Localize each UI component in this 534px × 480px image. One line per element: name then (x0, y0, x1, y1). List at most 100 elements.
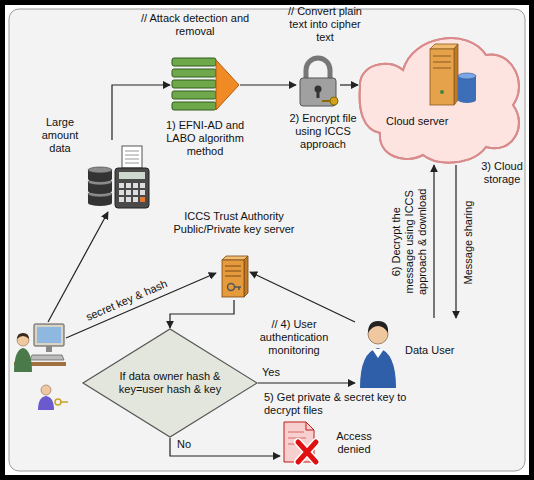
small-user-icon (55, 399, 61, 405)
lock-illustration (330, 97, 338, 105)
cloud-server-icon (433, 68, 451, 69)
cloud-node-outline (358, 15, 526, 165)
key-server-illustration (222, 256, 248, 297)
connector-arrow (170, 300, 234, 328)
data-source-illustration (126, 190, 131, 195)
key-server-illustration (225, 271, 241, 272)
key-server-illustration (244, 256, 248, 297)
small-user-icon (38, 385, 68, 410)
filter-illustration (172, 91, 216, 99)
data-source-illustration (140, 183, 145, 188)
diamond-text-area: If data owner hash & key=user hash & key (82, 328, 258, 438)
data-owner-illustration (37, 327, 61, 343)
cloud-server-icon (454, 44, 458, 105)
data-source-illustration (88, 188, 112, 194)
text-holder: 2) Encrypt file using ICCS approach (282, 112, 364, 152)
filter-illustration (216, 60, 239, 110)
edge-label: Yes (262, 366, 280, 379)
node-label: 2) Encrypt file using ICCS approach (282, 112, 364, 152)
data-source-illustration (125, 159, 139, 160)
filter-illustration (172, 69, 216, 77)
data-owner-illustration (14, 348, 32, 372)
data-source-illustration (125, 151, 139, 152)
connector-arrow (240, 84, 296, 85)
annotation-label: // Attack detection and removal (140, 12, 250, 38)
page-frame (5, 5, 529, 475)
annotation-label: // Convert plain text into cipher text (282, 5, 368, 45)
key-server-illustration (222, 260, 244, 297)
filter-node: 1) EFNI-AD and LABO algorithm method (170, 55, 240, 115)
access-denied-illustration (284, 422, 316, 462)
key-server-illustration (225, 266, 241, 267)
access-denied-illustration (306, 422, 314, 430)
data-source-illustration (133, 190, 138, 195)
key-server-illustration (228, 284, 235, 291)
cloud-fill (360, 38, 519, 162)
data-owner-illustration (17, 334, 29, 346)
text-holder: No (177, 438, 191, 451)
data-source-illustration (119, 183, 124, 188)
data-source-illustration (126, 183, 131, 188)
data-user-node: Data User (355, 318, 460, 390)
data-source-illustration (119, 197, 124, 202)
data-owner-illustration (17, 333, 29, 339)
data-source-illustration (122, 146, 142, 168)
small-user-icon (41, 385, 51, 395)
data-user-illustration (368, 321, 388, 333)
edge-label: No (177, 438, 191, 451)
edge-label: Message sharing (462, 200, 475, 284)
data-source-illustration (88, 167, 112, 173)
data-source-illustration (140, 190, 145, 195)
connector-arrow (112, 85, 170, 140)
cloud-server-icon (458, 76, 476, 100)
data-source-illustration (88, 200, 112, 206)
cloud-node: Cloud server3) Cloud storage (358, 15, 526, 165)
connector-arrow (433, 165, 434, 318)
lock-illustration (306, 58, 330, 80)
small-user-icon (61, 401, 68, 403)
cloud-outline (360, 38, 519, 162)
access-denied-node: Access denied (280, 420, 400, 466)
node-label: Access denied (330, 430, 378, 456)
page-frame (9, 9, 525, 471)
cloud-server-icon (458, 73, 476, 79)
edge-label: 6) Decrypt the message using ICCS approa… (390, 186, 430, 298)
decision-diamond: If data owner hash & key=user hash & key (82, 328, 258, 438)
lock-illustration (317, 90, 320, 98)
text-holder: Large amount data (37, 116, 83, 156)
text-holder: Access denied (330, 430, 378, 456)
text-holder: // Attack detection and removal (140, 12, 250, 38)
filter-illustration (172, 102, 216, 110)
filter-illustration (172, 58, 239, 110)
key-server-illustration (235, 286, 242, 288)
small-user-icon (38, 396, 54, 410)
decision-text: If data owner hash & key=user hash & key (118, 370, 222, 396)
annotation-label: 5) Get private & secret key to decrypt f… (264, 391, 414, 417)
cloud-server-icon (458, 97, 476, 103)
cloud-server-icon (430, 49, 454, 105)
text-holder: // 4) User authentication monitoring (255, 318, 333, 358)
data-source-illustration (125, 155, 139, 156)
cloud-server-icon (430, 44, 476, 105)
text-holder: Message sharing (462, 200, 475, 284)
data-source-node: Large amount data (85, 140, 150, 210)
connector-arrow (455, 165, 456, 318)
cloud-server-icon (430, 44, 458, 49)
node-label: 1) EFNI-AD and LABO algorithm method (158, 119, 252, 159)
owner-link-lines (66, 273, 216, 338)
data-source-illustration (140, 197, 145, 202)
annotation-label: secret key & hash (83, 277, 168, 324)
key-server-node: ICCS Trust Authority Public/Private key … (218, 255, 250, 300)
node-label: ICCS Trust Authority Public/Private key … (169, 210, 299, 236)
text-holder: 3) Cloud storage (478, 160, 526, 186)
key-server-illustration (238, 287, 240, 290)
key-server-illustration (225, 276, 241, 277)
text-holder: Data User (405, 344, 455, 357)
cloud-fill (360, 38, 519, 162)
data-source-illustration (88, 146, 149, 208)
text-holder: ICCS Trust Authority Public/Private key … (169, 210, 299, 236)
cloud-server-icon (440, 90, 444, 94)
